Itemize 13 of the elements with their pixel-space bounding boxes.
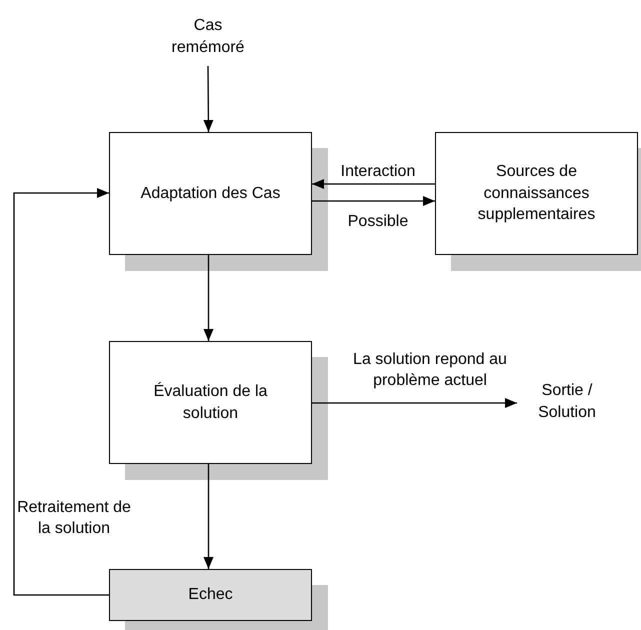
box-label: Adaptation des Cas [140, 184, 280, 204]
terminal-label: Sortie / Solution [537, 381, 597, 423]
arrow [204, 255, 214, 341]
box-label: Echec [188, 585, 233, 606]
terminal-label: Cas remémoré [170, 16, 246, 58]
arrow [312, 179, 435, 189]
arrow [312, 196, 435, 206]
arrow [312, 398, 517, 408]
box-label: Sources de connaissances supplementaires [476, 162, 596, 226]
arrow [13, 188, 109, 596]
arrow [203, 66, 214, 132]
arrow [204, 464, 214, 569]
box-label: Évaluation de la solution [152, 381, 268, 424]
